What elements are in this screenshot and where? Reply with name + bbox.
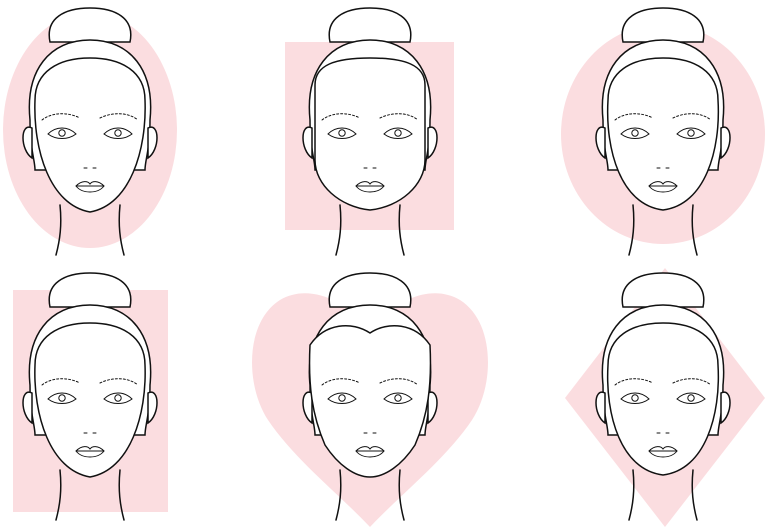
hair-bun xyxy=(329,273,411,307)
hair-bun xyxy=(622,8,704,42)
face-contour xyxy=(315,58,425,210)
faces xyxy=(23,8,730,520)
hair-bun xyxy=(49,273,131,307)
hair-bun xyxy=(329,8,411,42)
hair-bun xyxy=(49,8,131,42)
hair-bun xyxy=(622,273,704,307)
